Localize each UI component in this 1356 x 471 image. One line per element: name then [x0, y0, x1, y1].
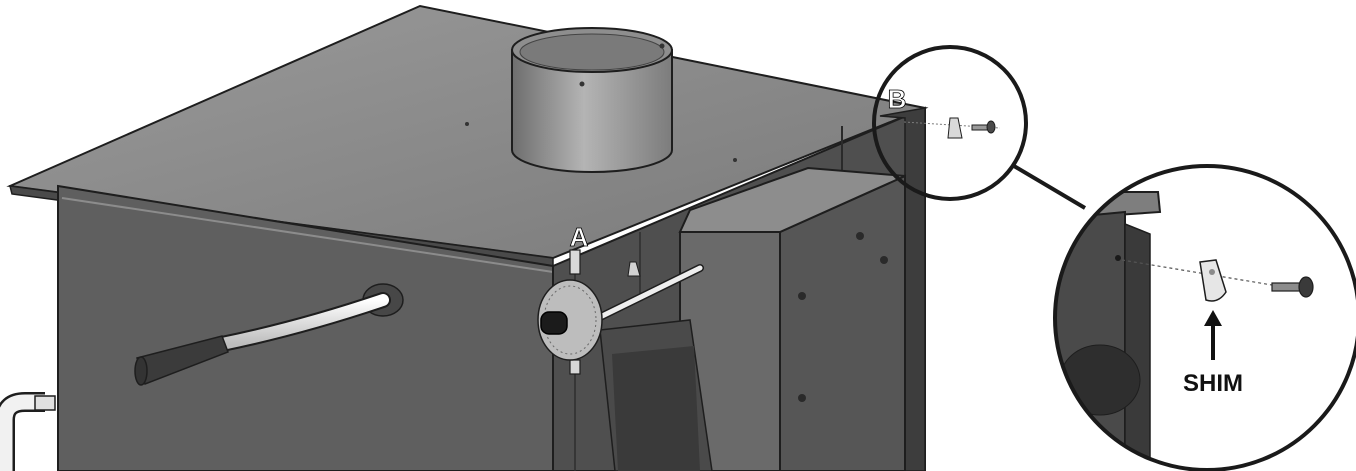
shim-small: [627, 261, 641, 277]
pipe: [0, 392, 56, 471]
front-top-edge: [61, 197, 554, 273]
callout-label-b: B: [888, 84, 907, 114]
top-hole: [733, 158, 737, 162]
air-control-handle: [134, 283, 404, 386]
detail-circle-b: [872, 45, 1028, 201]
zoom-detail: [1053, 164, 1356, 471]
callout-label-a: A: [570, 222, 589, 252]
flue-collar: [511, 27, 673, 173]
thermostat-assembly: [537, 249, 704, 375]
callout-leader: [1012, 164, 1087, 210]
detail-b-parts: [903, 117, 1001, 139]
shim-part: [1199, 259, 1227, 302]
top-hole: [465, 122, 469, 126]
shim-label: SHIM: [1183, 370, 1243, 397]
blower-housing: [599, 166, 906, 471]
rear-post: [879, 107, 926, 471]
